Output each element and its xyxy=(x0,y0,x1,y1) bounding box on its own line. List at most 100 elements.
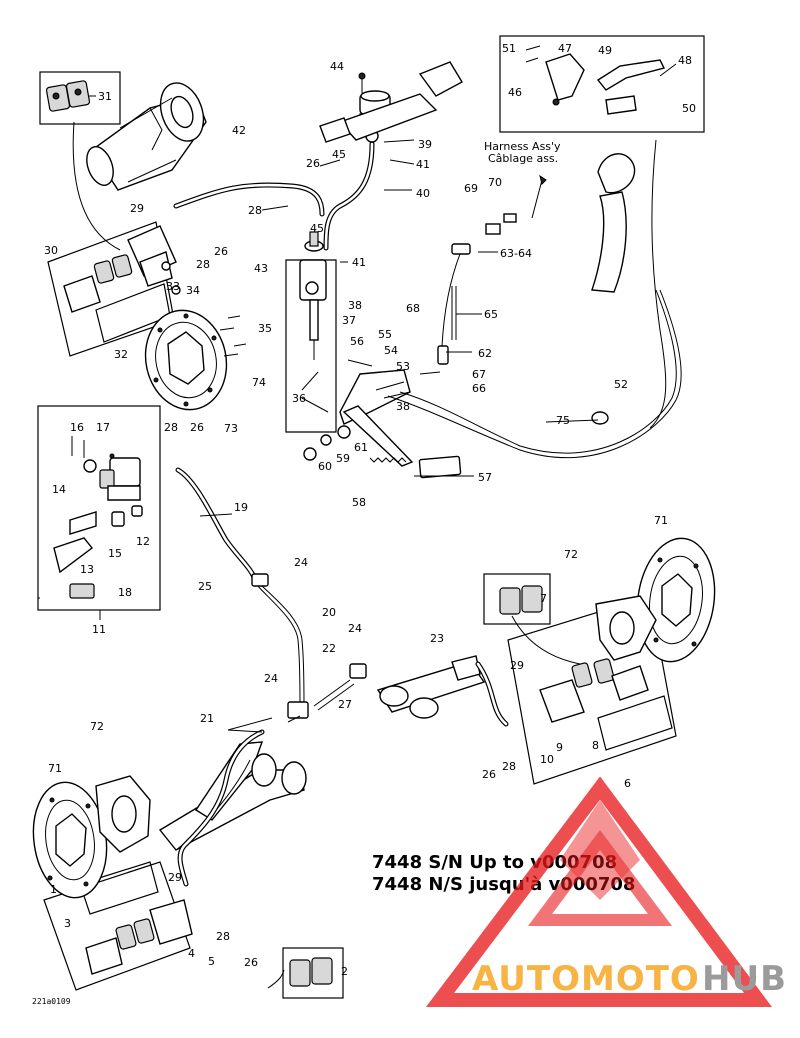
bolts-74 xyxy=(219,315,247,357)
callout-49: 49 xyxy=(598,44,612,57)
callout-5: 5 xyxy=(208,955,215,968)
callout-68: 68 xyxy=(406,302,420,315)
callout-31: 31 xyxy=(98,90,112,103)
left-caliper-drawing xyxy=(63,225,181,313)
callout-27: 27 xyxy=(338,698,352,711)
junction-block-24 xyxy=(251,573,269,587)
callout-28a: 28 xyxy=(216,930,230,943)
pad-7a xyxy=(499,587,521,615)
callout-33: 33 xyxy=(166,280,180,293)
inset-box-11 xyxy=(37,405,161,611)
pad-2b xyxy=(311,957,333,985)
callout-9: 9 xyxy=(556,741,563,754)
callout-55: 55 xyxy=(378,328,392,341)
callout-42: 42 xyxy=(232,124,246,137)
callout-73: 73 xyxy=(224,422,238,435)
bracket-1 xyxy=(43,861,191,991)
callout-50: 50 xyxy=(682,102,696,115)
callout-47: 47 xyxy=(558,42,572,55)
callout-37: 37 xyxy=(342,314,356,327)
callout-48: 48 xyxy=(678,54,692,67)
callout-45a: 45 xyxy=(332,148,346,161)
callout-1: 1 xyxy=(50,883,57,896)
handlebar-switch xyxy=(591,139,667,429)
callout-24a: 24 xyxy=(294,556,308,569)
brake-cable-52 xyxy=(387,289,682,459)
callout-59: 59 xyxy=(336,452,350,465)
callout-29c: 29 xyxy=(130,202,144,215)
callout-43: 43 xyxy=(254,262,268,275)
callout-45b: 45 xyxy=(310,222,324,235)
callout-26b: 26 xyxy=(482,768,496,781)
callout-53: 53 xyxy=(396,360,410,373)
steering-knuckle-left xyxy=(95,775,151,853)
callout-66: 66 xyxy=(472,382,486,395)
callout-6: 6 xyxy=(624,777,631,790)
callout-28b: 28 xyxy=(502,760,516,773)
callout-28c: 28 xyxy=(164,421,178,434)
bracket-8 xyxy=(597,695,673,751)
return-spring-58 xyxy=(369,457,407,463)
pad-7b xyxy=(521,585,543,613)
callout-44: 44 xyxy=(330,60,344,73)
callout-69: 69 xyxy=(464,182,478,195)
clamp-75 xyxy=(591,411,609,425)
caliper-right xyxy=(539,658,649,723)
callout-16: 16 xyxy=(70,421,84,434)
callout-15: 15 xyxy=(108,547,122,560)
callout-70: 70 xyxy=(488,176,502,189)
callout-51: 51 xyxy=(502,42,516,55)
callout-14: 14 xyxy=(52,483,66,496)
callout-60: 60 xyxy=(318,460,332,473)
callout-65: 65 xyxy=(484,308,498,321)
callout-19: 19 xyxy=(234,501,248,514)
callout-52: 52 xyxy=(614,378,628,391)
harness-label-en: Harness Ass'y xyxy=(484,140,561,153)
callout-62: 62 xyxy=(478,347,492,360)
front-right-disc-71 xyxy=(636,537,716,663)
callout-21: 21 xyxy=(200,712,214,725)
brake-light-switch xyxy=(437,174,547,365)
callout-26c: 26 xyxy=(190,421,204,434)
automotohub-watermark: AUTOMOTO HUB xyxy=(425,776,786,1007)
frame-member-23 xyxy=(376,655,486,719)
callout-30: 30 xyxy=(44,244,58,257)
callout-38b: 38 xyxy=(396,400,410,413)
front-left-disc-71 xyxy=(32,781,108,899)
callout-34: 34 xyxy=(186,284,200,297)
brake-line-20 xyxy=(255,583,301,707)
callout-2: 2 xyxy=(341,965,348,978)
inset-box-31 xyxy=(39,71,121,125)
watermark-brand-left: AUTOMOTO xyxy=(472,959,700,999)
leader-lines xyxy=(38,63,677,989)
callout-7: 7 xyxy=(540,592,547,605)
rear-brake-disc-73 xyxy=(144,309,228,411)
callout-23: 23 xyxy=(430,632,444,645)
callout-11: 11 xyxy=(92,623,106,636)
brake-pedal-assembly xyxy=(303,359,462,479)
brake-pad-31 xyxy=(45,80,91,112)
steering-knuckle-right xyxy=(595,595,657,661)
watermark-logo-triangle xyxy=(425,776,772,1007)
callout-71b: 71 xyxy=(48,762,62,775)
callout-3: 3 xyxy=(64,917,71,930)
callout-28d: 28 xyxy=(196,258,210,271)
callout-26d: 26 xyxy=(214,245,228,258)
callout-22: 22 xyxy=(322,642,336,655)
callout-29b: 29 xyxy=(510,659,524,672)
callout-32: 32 xyxy=(114,348,128,361)
callout-29a: 29 xyxy=(168,871,182,884)
callout-72b: 72 xyxy=(90,720,104,733)
callout-24b: 24 xyxy=(348,622,362,635)
callout-61: 61 xyxy=(354,441,368,454)
callout-4: 4 xyxy=(188,947,195,960)
callout-54: 54 xyxy=(384,344,398,357)
callout-24c: 24 xyxy=(264,672,278,685)
callout-18: 18 xyxy=(118,586,132,599)
pad-2a xyxy=(289,959,311,987)
callout-36: 36 xyxy=(292,392,306,405)
callout-57: 57 xyxy=(478,471,492,484)
callout-72a: 72 xyxy=(564,548,578,561)
callout-63-64: 63-64 xyxy=(500,247,532,260)
